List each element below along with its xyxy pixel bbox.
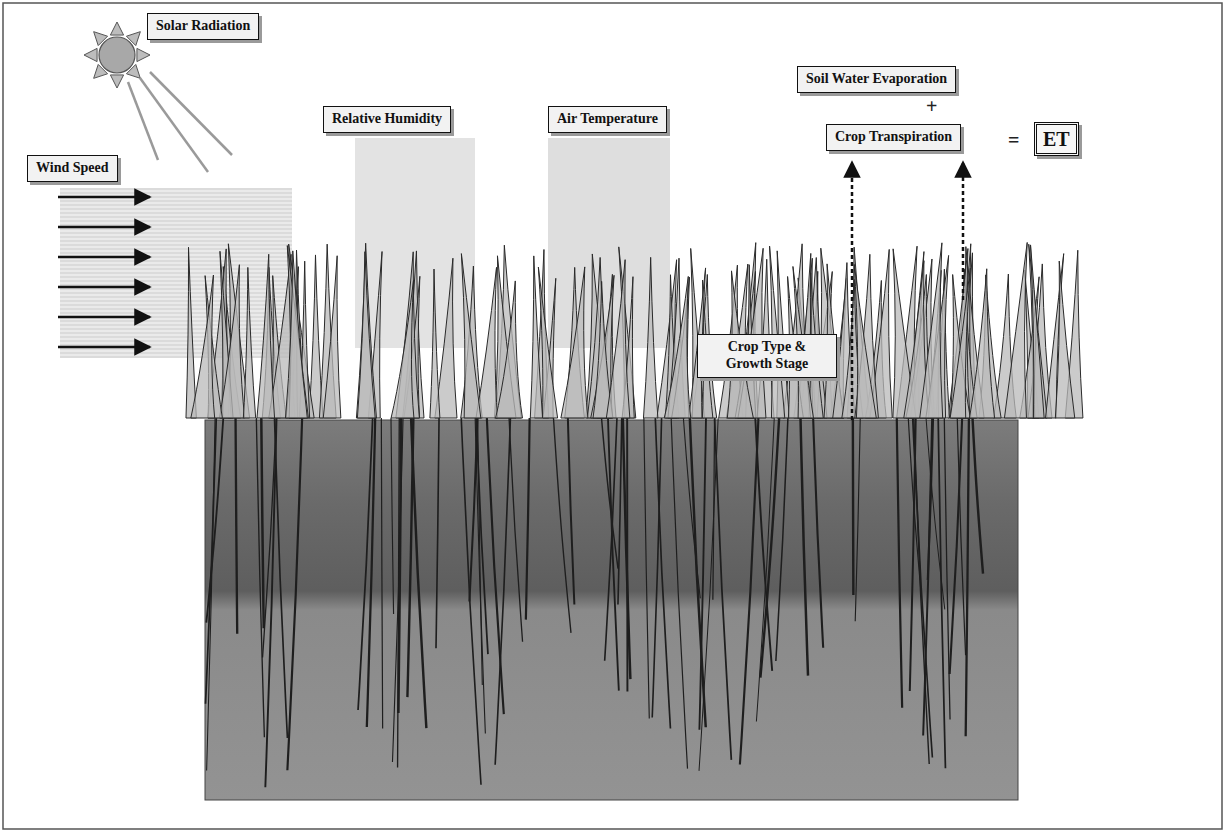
box-label: Crop Type & Growth Stage: [706, 339, 828, 373]
wind-band: [60, 188, 292, 358]
roots: [206, 418, 983, 787]
factor-box: Wind Speed: [27, 155, 118, 182]
sun-rays: [128, 72, 232, 172]
soil: [205, 420, 1018, 800]
operator-sign: +: [926, 96, 937, 116]
box-label: Wind Speed: [36, 160, 109, 177]
box-label: Soil Water Evaporation: [806, 71, 947, 88]
box-label: Crop Transpiration: [835, 129, 952, 146]
wind-arrows: [58, 197, 150, 347]
box-label: Solar Radiation: [156, 18, 250, 35]
factor-box: Soil Water Evaporation: [797, 66, 956, 93]
transpiration-arrow: [962, 162, 965, 300]
factor-box: Relative Humidity: [323, 106, 451, 133]
factor-box: Crop Type & Growth Stage: [697, 334, 837, 378]
factor-box: Crop Transpiration: [826, 124, 961, 151]
box-label: Relative Humidity: [332, 111, 442, 128]
box-label: Air Temperature: [557, 111, 658, 128]
factor-box: Solar Radiation: [147, 13, 259, 40]
frame: [3, 3, 1222, 829]
factor-box: Air Temperature: [548, 106, 667, 133]
crop-canopy: [186, 242, 1083, 418]
factor-box: ET: [1034, 122, 1079, 156]
operator-sign: =: [1008, 130, 1019, 150]
box-label: ET: [1043, 127, 1070, 151]
evaporation-arrow: [851, 162, 854, 420]
